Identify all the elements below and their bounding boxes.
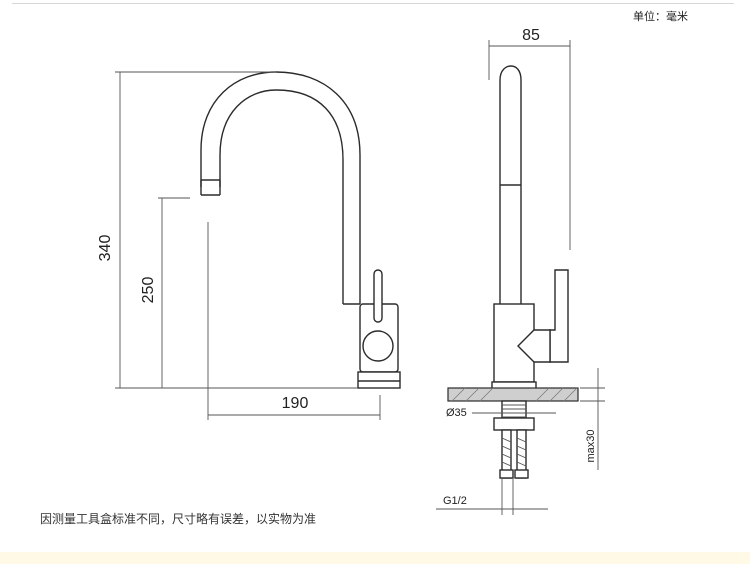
spout-inner-curve	[219, 89, 344, 304]
hose-left-fitting	[499, 469, 514, 479]
side-handle	[549, 269, 569, 363]
handle-knob	[362, 330, 394, 362]
side-spout-tube	[499, 65, 522, 304]
dim-label-250: 250	[140, 277, 157, 304]
dim-label-35: Ø35	[446, 407, 467, 419]
counter-hatching	[451, 387, 578, 402]
dim-label-340: 340	[97, 235, 114, 262]
hose-braid	[501, 437, 527, 467]
dim-label-190: 190	[282, 395, 309, 412]
base-plate	[357, 371, 401, 389]
measurement-note: 因测量工具盒标准不同，尺寸略有误差，以实物为准	[40, 511, 316, 526]
top-frame-line	[12, 3, 734, 4]
unit-label: 单位：毫米	[633, 9, 688, 23]
hose-right-fitting	[514, 469, 529, 479]
side-view: 85	[436, 27, 605, 515]
handle-lever	[373, 269, 383, 323]
dim-label-g12: G1/2	[443, 495, 467, 507]
side-handle-joint	[517, 329, 551, 363]
spout-outer-curve	[200, 71, 361, 304]
dim-label-85: 85	[522, 27, 540, 44]
mounting-nut	[493, 417, 535, 431]
dim-label-max30: max30	[585, 429, 597, 462]
bottom-strip	[0, 552, 750, 564]
front-view: 340 250 190	[97, 71, 401, 420]
